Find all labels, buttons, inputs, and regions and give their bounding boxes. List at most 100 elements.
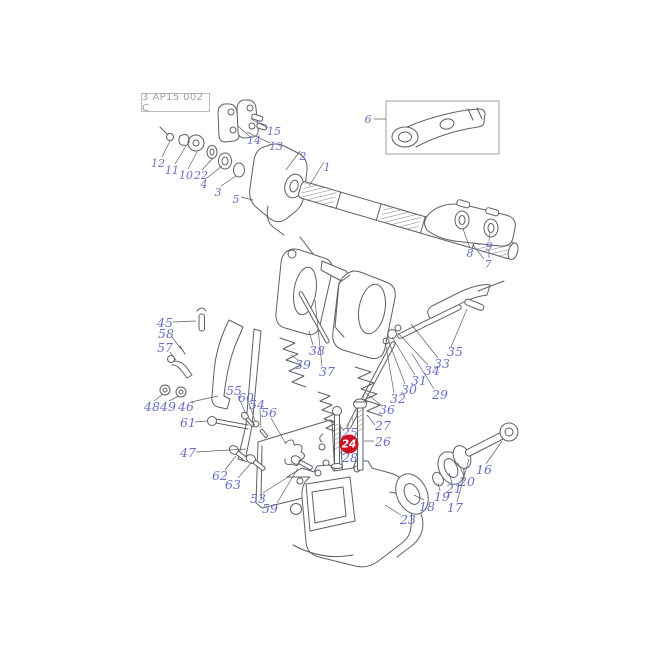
svg-text:45: 45 <box>156 315 173 330</box>
ram-cylinder-parts <box>395 422 519 515</box>
svg-text:5: 5 <box>233 193 240 206</box>
svg-text:6: 6 <box>365 113 372 126</box>
svg-text:57: 57 <box>157 340 173 355</box>
part-number-label[interactable]: 4 <box>200 178 208 191</box>
svg-text:7: 7 <box>485 258 492 271</box>
svg-text:38: 38 <box>309 343 325 358</box>
svg-text:1: 1 <box>324 161 331 174</box>
part-number-label[interactable]: 14 <box>247 134 261 147</box>
drawing-code-label: 3 AP15 002 C <box>141 92 210 114</box>
svg-text:14: 14 <box>247 134 261 147</box>
top-link-assembly <box>159 99 519 261</box>
part-number-label[interactable]: 61 <box>180 415 196 430</box>
svg-text:24: 24 <box>342 439 357 451</box>
part-number-label[interactable]: 46 <box>177 399 194 414</box>
svg-text:37: 37 <box>319 364 335 379</box>
part-number-label[interactable]: 8 <box>467 247 474 260</box>
svg-text:10: 10 <box>179 169 193 182</box>
svg-text:47: 47 <box>179 445 196 460</box>
svg-text:49: 49 <box>159 399 176 414</box>
svg-text:23: 23 <box>399 512 416 527</box>
part-number-label[interactable]: 20 <box>458 474 475 489</box>
svg-text:53: 53 <box>250 491 266 506</box>
part-number-label[interactable]: 60 <box>238 390 254 405</box>
part-number-label[interactable]: 21 <box>445 481 462 496</box>
part-number-label[interactable]: 37 <box>319 364 335 379</box>
part-number-label[interactable]: 27 <box>374 418 391 433</box>
part-number-label[interactable]: 39 <box>295 357 311 372</box>
svg-text:3: 3 <box>215 186 222 199</box>
part-number-label[interactable]: 28 <box>341 450 358 465</box>
part-number-label[interactable]: 49 <box>159 399 176 414</box>
svg-text:59: 59 <box>262 501 278 516</box>
svg-text:55: 55 <box>226 383 242 398</box>
part-number-label[interactable]: 2 <box>299 150 307 163</box>
part-number-label[interactable]: 45 <box>156 315 173 330</box>
part-number-label[interactable]: 32 <box>390 391 406 406</box>
part-number-label[interactable]: 12 <box>151 157 165 170</box>
part-number-label[interactable]: 1 <box>324 161 331 174</box>
svg-text:11: 11 <box>165 164 179 177</box>
svg-text:36: 36 <box>379 402 395 417</box>
part-number-label[interactable]: 23 <box>399 512 416 527</box>
part-number-label[interactable]: 16 <box>476 462 492 477</box>
part-number-label[interactable]: 26 <box>374 434 391 449</box>
part-number-label[interactable]: 58 <box>158 326 174 341</box>
rocker-plate-assembly <box>275 236 505 430</box>
selected-part-highlight-circle <box>339 434 359 454</box>
part-number-label[interactable]: 59 <box>262 501 278 516</box>
svg-text:22: 22 <box>193 169 208 182</box>
part-number-label[interactable]: 63 <box>225 477 241 492</box>
part-number-label[interactable]: 34 <box>424 363 440 378</box>
part-number-label[interactable]: 48 <box>143 399 160 414</box>
part-number-label[interactable]: 30 <box>401 382 417 397</box>
part-number-label[interactable]: 13 <box>269 140 283 153</box>
part-number-label[interactable]: 55 <box>226 383 242 398</box>
part-number-label[interactable]: 56 <box>261 405 277 420</box>
svg-text:20: 20 <box>458 474 475 489</box>
svg-text:60: 60 <box>238 390 254 405</box>
part-number-label[interactable]: 22 <box>193 169 208 182</box>
part-number-label[interactable]: 62 <box>212 468 228 483</box>
part-number-label[interactable]: 33 <box>434 356 450 371</box>
leader-lines <box>153 118 503 516</box>
part-number-label[interactable]: 9 <box>486 240 493 253</box>
svg-text:26: 26 <box>374 434 391 449</box>
part-number-label[interactable]: 31 <box>411 373 427 388</box>
svg-text:21: 21 <box>445 481 462 496</box>
selected-part-number[interactable]: 24 <box>339 434 359 454</box>
coil-spring <box>317 391 338 433</box>
part-number-label[interactable]: 53 <box>250 491 266 506</box>
svg-text:34: 34 <box>424 363 440 378</box>
svg-text:13: 13 <box>269 140 283 153</box>
svg-text:28: 28 <box>341 450 358 465</box>
coil-spring <box>279 337 307 388</box>
inset-lift-link <box>385 100 500 155</box>
part-number-label[interactable]: 36 <box>379 402 395 417</box>
part-number-label[interactable]: 18 <box>419 499 435 514</box>
part-number-label[interactable]: 35 <box>447 344 463 359</box>
part-number-label[interactable]: 19 <box>434 489 450 504</box>
part-number-label[interactable]: 15 <box>267 125 281 138</box>
svg-text:29: 29 <box>431 387 448 402</box>
part-number-label[interactable]: 57 <box>157 340 173 355</box>
part-number-label[interactable]: 47 <box>179 445 196 460</box>
part-number-label[interactable]: 38 <box>309 343 325 358</box>
part-number-label[interactable]: 10 <box>179 169 193 182</box>
part-number-label[interactable]: 3 <box>215 186 222 199</box>
part-number-label[interactable]: 54 <box>249 397 265 412</box>
part-number-label[interactable]: 6 <box>365 113 372 126</box>
coil-spring <box>354 366 383 417</box>
svg-text:54: 54 <box>249 397 265 412</box>
svg-text:27: 27 <box>374 418 391 433</box>
part-number-label[interactable]: 17 <box>447 500 463 515</box>
svg-text:19: 19 <box>434 489 450 504</box>
part-number-label[interactable]: 7 <box>485 258 492 271</box>
svg-text:32: 32 <box>390 391 406 406</box>
part-number-label[interactable]: 5 <box>233 193 240 206</box>
svg-text:62: 62 <box>212 468 228 483</box>
part-number-label[interactable]: 11 <box>165 164 179 177</box>
part-number-label[interactable]: 29 <box>431 387 448 402</box>
